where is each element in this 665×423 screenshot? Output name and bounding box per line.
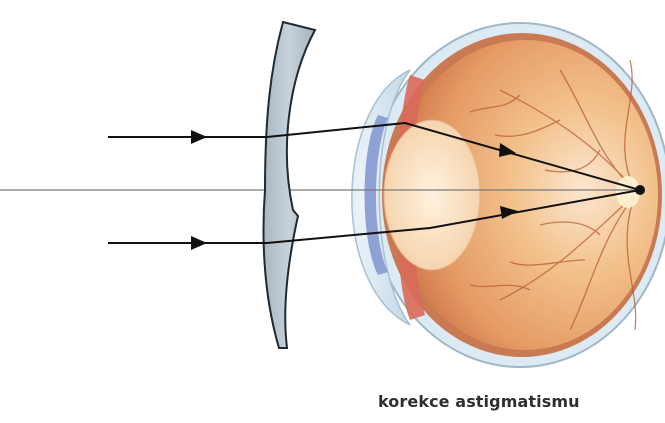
arrow-head-lower-incoming bbox=[191, 236, 207, 250]
corrective-lens bbox=[263, 22, 315, 348]
arrow-head-upper-incoming bbox=[191, 130, 207, 144]
diagram-caption: korekce astigmatismu bbox=[378, 392, 580, 411]
eyeball bbox=[352, 23, 665, 367]
focal-point bbox=[635, 185, 645, 195]
